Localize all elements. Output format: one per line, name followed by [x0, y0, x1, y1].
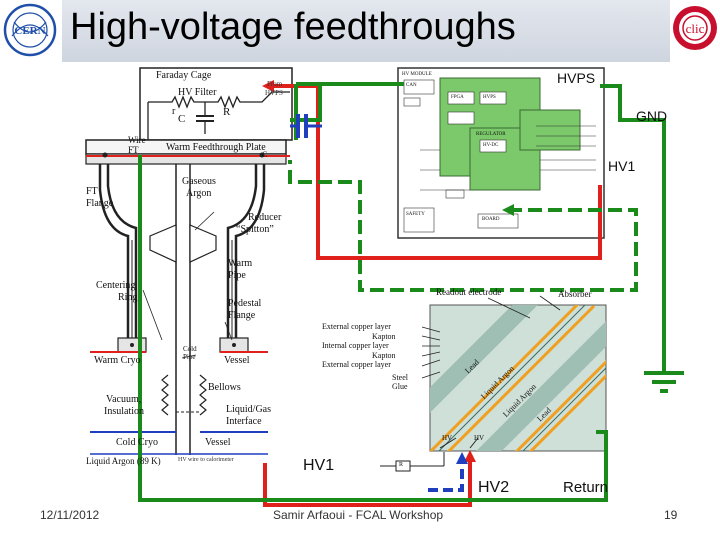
label-ext-copper-2: External copper layer — [322, 360, 391, 369]
label-cal-hv-right: HV — [474, 434, 485, 442]
hv2-dashed-wire — [428, 462, 464, 492]
svg-text:CERN: CERN — [14, 25, 45, 37]
label-gaseous: Gaseous — [182, 176, 216, 187]
label-ft: FT — [86, 186, 98, 197]
label-reducer: Reducer — [248, 212, 282, 223]
ground-symbol — [644, 371, 684, 393]
label-r-small: r — [172, 106, 176, 117]
label-cal-r: R — [399, 462, 404, 468]
board-row-fpga: FPGA — [451, 95, 464, 100]
clic-logo-icon: clic — [673, 6, 717, 50]
footer-page-number: 19 — [664, 508, 678, 522]
board-header: HV MODULE — [402, 72, 432, 77]
label-cold-pipe: Pipe — [183, 353, 196, 361]
label-centering-ring: Ring — [118, 292, 138, 303]
label-bellows: Bellows — [208, 382, 241, 393]
label-r-large: R — [223, 106, 231, 118]
slide-title: High-voltage feedthroughs — [70, 6, 516, 48]
label-plate-c: C — [262, 150, 268, 159]
label-glue: Glue — [392, 382, 408, 391]
label-hv1-top: HV1 — [608, 158, 636, 174]
hv1-dashed-wire — [288, 160, 638, 292]
label-cal-hv-left: HV — [442, 434, 453, 442]
label-c: C — [178, 113, 186, 125]
label-gnd: GND — [636, 108, 668, 124]
label-pedestal: Pedestal — [228, 298, 262, 309]
svg-text:clic: clic — [686, 21, 705, 36]
label-vacuum: Vacuum, — [106, 394, 142, 405]
label-warm: Warm — [228, 258, 253, 269]
board-row-hvdc: HV-DC — [483, 143, 499, 148]
label-hv1-bottom: HV1 — [303, 457, 335, 474]
label-int-copper: Internal copper layer — [322, 341, 389, 350]
footer-date: 12/11/2012 — [40, 508, 100, 522]
label-hv-filter: HV Filter — [178, 87, 217, 98]
board-row-regulator: REGULATOR — [476, 132, 506, 137]
label-readout-electrode: Readout electrode — [436, 287, 502, 297]
label-wire: Wire — [128, 135, 146, 145]
hv-filter-circuit — [148, 91, 290, 109]
label-return: Return — [563, 479, 609, 496]
label-liquid-gas: Liquid/Gas — [226, 404, 271, 415]
label-steel: Steel — [392, 373, 408, 382]
label-hv-wire: HV wire to calorimeter — [178, 457, 234, 463]
bellows-right — [199, 374, 207, 416]
label-hv2: HV2 — [478, 479, 510, 496]
board-row-safety: SAFETY — [406, 212, 425, 217]
label-interface: Interface — [226, 416, 262, 427]
bellows-left — [161, 374, 169, 416]
label-kapton-2: Kapton — [372, 351, 396, 360]
label-argon: Argon — [186, 188, 212, 199]
board-row-can: CAN — [406, 83, 417, 88]
label-wire-ft: FT — [128, 145, 139, 155]
label-from: From — [267, 80, 283, 88]
label-hvps-in: HVPS — [265, 89, 283, 97]
label-warm-feedthrough-plate: Warm Feedthrough Plate — [166, 142, 266, 153]
label-absorber: Absorber — [558, 289, 592, 299]
board-row-hvps: HVPS — [483, 95, 496, 100]
label-warm-cryo: Warm Cryo — [94, 355, 141, 366]
label-liquid-argon: Liquid Argon (89 K) — [86, 456, 161, 466]
title-bar — [62, 0, 670, 62]
label-insulation: Insulation — [104, 406, 144, 417]
label-centering: Centering — [96, 280, 136, 291]
label-faraday-cage: Faraday Cage — [156, 70, 212, 81]
footer-author: Samir Arfaoui - FCAL Workshop — [273, 508, 444, 522]
board-row-board: BOARD — [482, 217, 500, 222]
label-cold: Cold — [183, 345, 197, 353]
label-vessel-top: Vessel — [224, 355, 250, 366]
cern-logo-icon: CERN — [3, 3, 57, 57]
label-ext-copper-1: External copper layer — [322, 322, 391, 331]
label-vessel-bottom: Vessel — [205, 437, 231, 448]
label-cold-cryo: Cold Cryo — [116, 437, 158, 448]
label-kapton-1: Kapton — [372, 332, 396, 341]
label-hvps: HVPS — [557, 70, 596, 86]
label-spitton: “Spitton” — [236, 224, 274, 235]
label-ft-flange: Flange — [86, 198, 114, 209]
label-warm-pipe: Pipe — [228, 270, 246, 281]
label-pedestal-flange: Flange — [228, 310, 256, 321]
